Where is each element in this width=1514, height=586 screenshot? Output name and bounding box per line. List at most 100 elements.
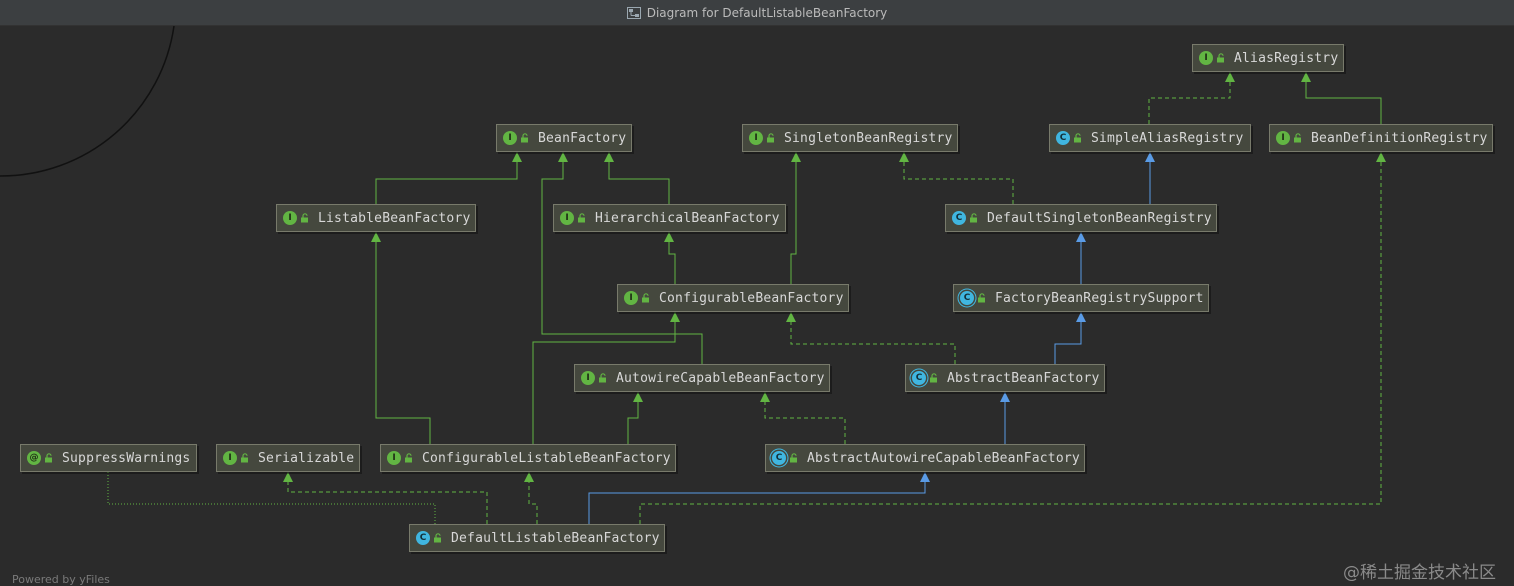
edge-arrowhead [1145,152,1155,162]
edge-arrowhead [1376,152,1386,162]
edge-DefaultListableBeanFactory-to-ConfigurableListableBeanFactory [524,472,538,524]
edge-line [1305,80,1382,124]
edge-SimpleAliasRegistry-to-AliasRegistry [1148,72,1235,124]
abstract-badge-icon: C [772,451,786,465]
edge-line [532,320,676,444]
edge-line [903,160,1014,204]
public-lock-icon [767,133,774,143]
edge-arrowhead [558,152,568,162]
edge-line [1148,80,1231,124]
edge-arrowhead [371,232,381,242]
interface-badge-icon: I [560,211,574,225]
edge-arrowhead [670,312,680,322]
public-lock-icon [301,213,308,223]
edge-line [588,480,926,524]
diagram-icon [626,6,641,19]
node-label: DefaultListableBeanFactory [451,530,660,546]
edge-arrowhead [512,152,522,162]
edge-ConfigurableBeanFactory-to-HierarchicalBeanFactory [664,232,676,284]
window-title: Diagram for DefaultListableBeanFactory [646,5,888,20]
node-label: SingletonBeanRegistry [784,130,953,146]
edge-ConfigurableListableBeanFactory-to-ListableBeanFactory [371,232,431,444]
node-label: AbstractBeanFactory [947,370,1100,386]
node-label: DefaultSingletonBeanRegistry [987,210,1212,226]
interface-badge-icon: I [1276,131,1290,145]
edge-ListableBeanFactory-to-BeanFactory [375,152,522,204]
decorative-arc [0,26,175,177]
node-label: ListableBeanFactory [318,210,471,226]
edge-line [608,160,670,204]
interface-badge-icon: I [1199,51,1213,65]
public-lock-icon [930,373,937,383]
edge-BeanDefinitionRegistry-to-AliasRegistry [1301,72,1382,124]
edge-line [764,400,846,444]
node-label: SimpleAliasRegistry [1091,130,1244,146]
edge-DefaultSingletonBeanRegistry-to-SingletonBeanRegistry [899,152,1014,204]
interface-badge-icon: I [503,131,517,145]
edge-line [528,480,538,524]
node-label: BeanDefinitionRegistry [1311,130,1488,146]
public-lock-icon [642,293,649,303]
edge-arrowhead [1301,72,1311,82]
node-label: AbstractAutowireCapableBeanFactory [807,450,1080,466]
window-titlebar: Diagram for DefaultListableBeanFactory [0,0,1514,26]
edge-line [287,480,488,524]
node-DefaultSingletonBeanRegistry[interactable]: C DefaultSingletonBeanRegistry [945,204,1217,232]
edge-arrowhead [1000,392,1010,402]
edge-DefaultListableBeanFactory-to-AbstractAutowireCapableBeanFactory [588,472,930,524]
edge-arrowhead [664,232,674,242]
edge-AbstractAutowireCapableBeanFactory-to-AbstractBeanFactory [1000,392,1010,444]
public-lock-icon [434,533,441,543]
public-lock-icon [790,453,797,463]
edge-line [639,160,1382,524]
public-lock-icon [1294,133,1301,143]
abstract-badge-icon: C [960,291,974,305]
interface-badge-icon: I [749,131,763,145]
node-AbstractBeanFactory[interactable]: C AbstractBeanFactory [905,364,1105,392]
edge-line [627,400,639,444]
class-badge-icon: C [952,211,966,225]
node-label: ConfigurableBeanFactory [659,290,844,306]
edge-DefaultListableBeanFactory-to-BeanDefinitionRegistry [639,152,1386,524]
node-SingletonBeanRegistry[interactable]: I SingletonBeanRegistry [742,124,958,152]
edge-arrowhead [1225,72,1235,82]
node-label: HierarchicalBeanFactory [595,210,780,226]
watermark: @稀土掘金技术社区 [1343,563,1496,583]
edge-arrowhead [283,472,293,482]
node-SimpleAliasRegistry[interactable]: C SimpleAliasRegistry [1049,124,1251,152]
edge-AbstractBeanFactory-to-ConfigurableBeanFactory [786,312,956,364]
edge-arrowhead [760,392,770,402]
edge-DefaultListableBeanFactory-to-Serializable [283,472,488,524]
edge-arrowhead [1076,312,1086,322]
edge-line [668,240,676,284]
node-SuppressWarnings[interactable]: @SuppressWarnings [20,444,197,472]
edge-line [375,240,431,444]
public-lock-icon [970,213,977,223]
public-lock-icon [578,213,585,223]
node-AbstractAutowireCapableBeanFactory[interactable]: C AbstractAutowireCapableBeanFactory [765,444,1085,472]
edge-AutowireCapableBeanFactory-to-BeanFactory [541,152,703,364]
node-HierarchicalBeanFactory[interactable]: I HierarchicalBeanFactory [553,204,786,232]
edge-arrowhead [633,392,643,402]
edge-line [790,320,956,364]
node-label: SuppressWarnings [62,450,191,466]
node-BeanDefinitionRegistry[interactable]: I BeanDefinitionRegistry [1269,124,1493,152]
class-badge-icon: C [1056,131,1070,145]
edge-line [375,160,518,204]
edge-arrowhead [524,472,534,482]
public-lock-icon [978,293,985,303]
abstract-badge-icon: C [912,371,926,385]
edge-line [790,160,797,284]
edge-ConfigurableListableBeanFactory-to-ConfigurableBeanFactory [532,312,680,444]
edge-DefaultSingletonBeanRegistry-to-SimpleAliasRegistry [1145,152,1155,204]
